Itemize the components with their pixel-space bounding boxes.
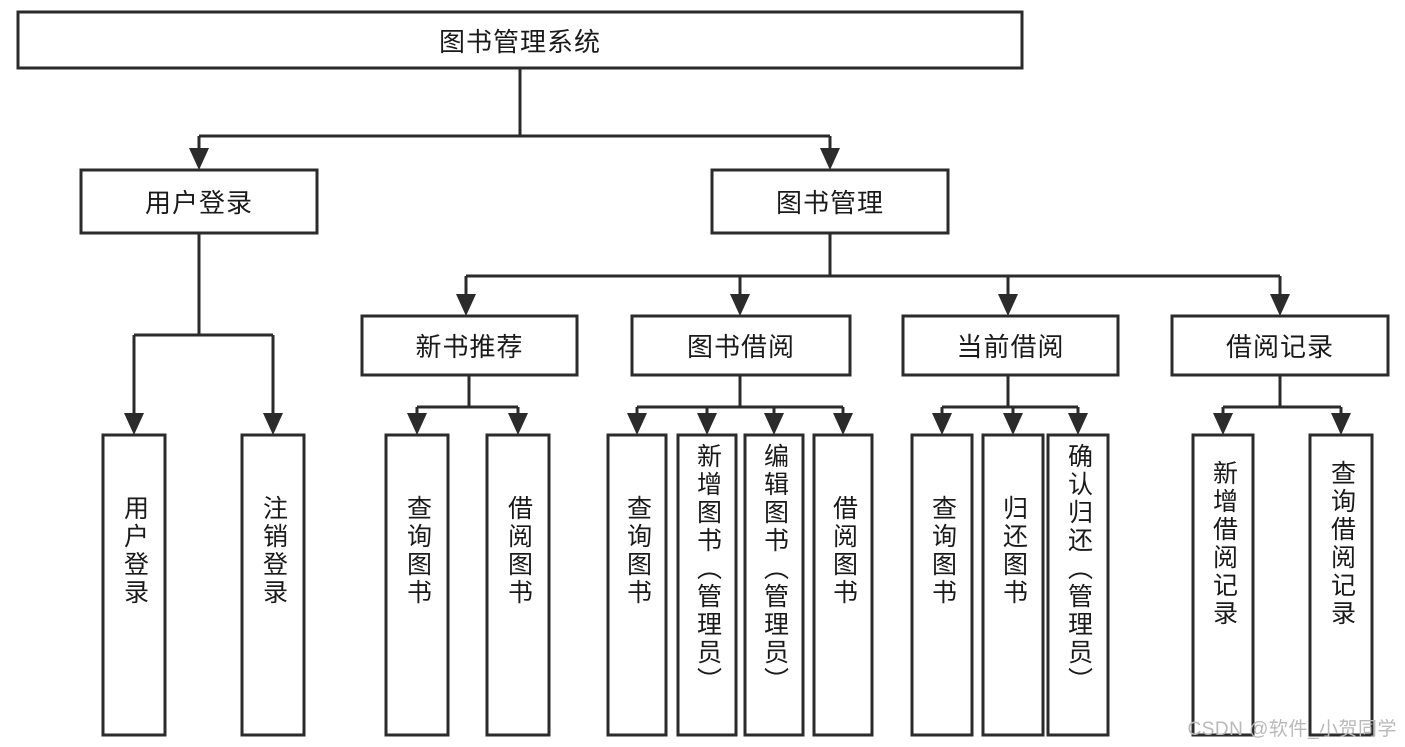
node-box-new-book-recommend[interactable]: [360, 314, 579, 377]
node-box-leaf-query-book-3[interactable]: [910, 433, 974, 737]
node-box-leaf-query-book-2[interactable]: [606, 433, 668, 737]
arrow-head-leaf-query-book-1: [407, 413, 427, 435]
edge-root-to-level2: [189, 68, 840, 170]
arrow-head-leaf-add-book: [697, 413, 717, 435]
edge-book-manage-to-level3: [456, 233, 1290, 316]
arrow-head-leaf-user-login: [124, 413, 144, 435]
node-box-leaf-logout-login[interactable]: [240, 433, 306, 737]
node-box-borrow-record[interactable]: [1170, 314, 1390, 377]
node-box-book-borrow[interactable]: [630, 314, 852, 377]
node-box-leaf-query-borrow-rec[interactable]: [1308, 433, 1374, 737]
node-box-current-borrow[interactable]: [901, 314, 1120, 377]
arrow-head-leaf-logout-login: [263, 413, 283, 435]
node-box-leaf-add-book[interactable]: [676, 433, 738, 737]
arrow-head-leaf-query-book-2: [627, 413, 647, 435]
edge-current-borrow-to-leaves: [932, 375, 1088, 435]
arrow-head-leaf-query-borrow-rec: [1331, 413, 1351, 435]
arrow-head-leaf-borrow-book-2: [833, 413, 853, 435]
csdn-watermark: CSDN @软件_小贺同学: [1187, 719, 1397, 740]
node-box-book-manage[interactable]: [710, 168, 950, 235]
arrow-head-leaf-add-borrow-rec: [1213, 413, 1233, 435]
arrow-head-leaf-query-book-3: [932, 413, 952, 435]
arrow-head-book-borrow: [730, 294, 750, 316]
arrow-head-leaf-borrow-book-1: [508, 413, 528, 435]
arrow-head-book-manage: [820, 148, 840, 170]
edge-book-borrow-to-leaves: [627, 375, 853, 435]
node-box-leaf-user-login[interactable]: [101, 433, 167, 737]
node-box-leaf-borrow-book-1[interactable]: [485, 433, 551, 737]
arrow-head-borrow-record: [1270, 294, 1290, 316]
node-box-leaf-confirm-return[interactable]: [1046, 433, 1110, 737]
node-box-leaf-add-borrow-rec[interactable]: [1191, 433, 1255, 737]
node-box-leaf-edit-book[interactable]: [743, 433, 805, 737]
arrow-head-leaf-return-book: [1003, 413, 1023, 435]
node-box-leaf-borrow-book-2[interactable]: [812, 433, 874, 737]
arrow-head-leaf-edit-book: [764, 413, 784, 435]
node-box-leaf-query-book-1[interactable]: [384, 433, 450, 737]
arrow-head-leaf-confirm-return: [1068, 413, 1088, 435]
edge-new-book-to-leaves: [407, 375, 528, 435]
arrow-head-user-login: [189, 148, 209, 170]
node-box-root[interactable]: [16, 10, 1024, 70]
arrow-head-current-borrow: [998, 294, 1018, 316]
arrow-head-new-book-recommend: [456, 294, 476, 316]
edge-user-login-to-leaves: [124, 233, 283, 435]
edge-borrow-record-to-leaves: [1213, 375, 1351, 435]
node-box-leaf-return-book[interactable]: [981, 433, 1045, 737]
node-box-user-login[interactable]: [79, 168, 319, 235]
